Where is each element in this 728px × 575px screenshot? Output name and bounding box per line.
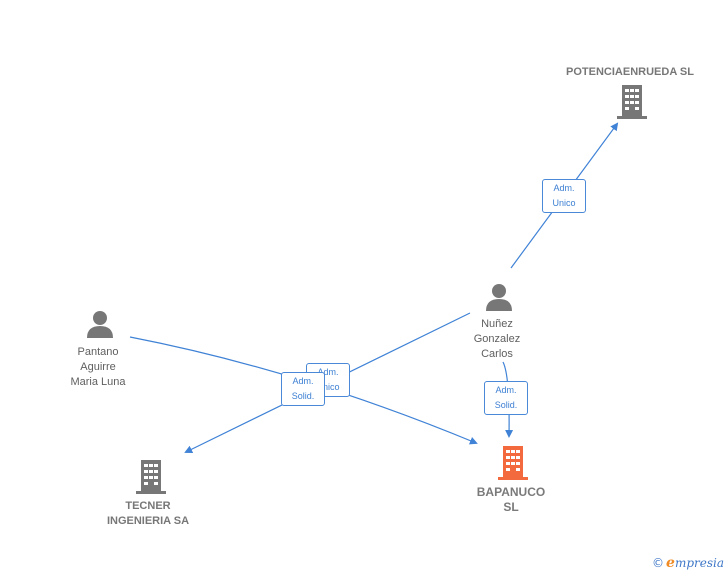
company-label-bapanuco[interactable]: BAPANUCO SL (466, 485, 556, 515)
label-line: INGENIERIA SA (106, 515, 190, 527)
relation-line: Adm. (292, 376, 314, 386)
relation-line: Solid. (494, 400, 518, 410)
person-label-nunez[interactable]: Nuñez Gonzalez Carlos (456, 317, 538, 362)
relation-badge-pantano-bapanuco[interactable]: Adm. Solid. (281, 372, 325, 406)
person-icon[interactable] (85, 309, 115, 339)
label-line: Nuñez (481, 318, 513, 330)
person-icon[interactable] (484, 282, 514, 312)
brand-footer: ©empresia (652, 555, 724, 571)
label-line: Pantano (77, 346, 119, 358)
label-line: Carlos (481, 348, 513, 360)
company-label-potenciaenrueda[interactable]: POTENCIAENRUEDA SL (566, 66, 694, 78)
brand-initial: e (666, 555, 675, 571)
label-line: BAPANUCO (476, 485, 546, 499)
relation-line: Adm. (317, 367, 339, 377)
building-icon[interactable] (136, 460, 166, 494)
person-label-pantano[interactable]: Pantano Aguirre Maria Luna (50, 345, 146, 390)
relation-line: Solid. (291, 391, 315, 401)
label-line: SL (503, 500, 519, 514)
relation-line: Unico (316, 382, 340, 392)
relation-badge-nunez-potencia[interactable]: Adm. Unico (542, 179, 586, 213)
brand-name: mpresia (674, 556, 724, 570)
copyright-icon: © (652, 556, 665, 570)
relation-line: Unico (552, 198, 576, 208)
company-label-tecner[interactable]: TECNER INGENIERIA SA (90, 499, 206, 529)
building-icon[interactable] (617, 85, 647, 119)
label-line: Gonzalez (473, 333, 521, 345)
relation-line: Adm. (553, 183, 575, 193)
label-line: Aguirre (80, 361, 116, 373)
label-line: Maria Luna (70, 376, 126, 388)
relation-badge-nunez-bapanuco[interactable]: Adm. Solid. (484, 381, 528, 415)
label-line: TECNER (125, 500, 171, 512)
relation-line: Adm. (495, 385, 517, 395)
building-icon-focus[interactable] (498, 446, 528, 480)
